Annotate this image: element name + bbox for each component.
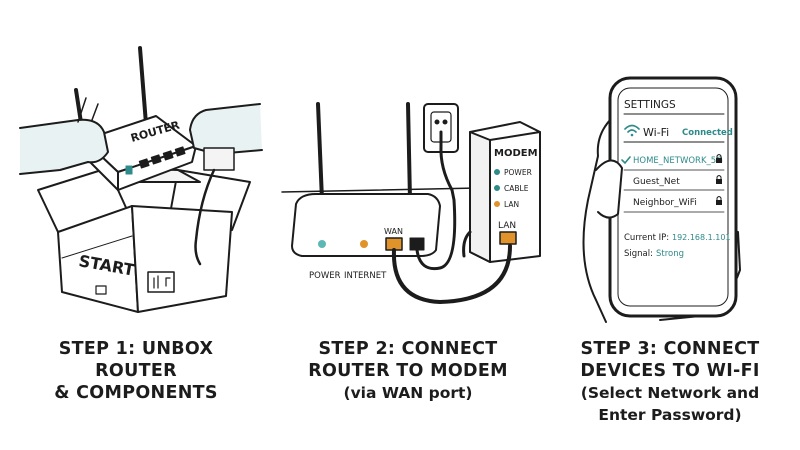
phone-screen <box>617 87 729 307</box>
router-internet-label: INTERNET <box>344 271 387 281</box>
lock-icon <box>716 154 722 163</box>
signal-value: Strong <box>656 249 684 259</box>
network-item-neighbor[interactable]: Neighbor_WiFi <box>633 196 722 209</box>
network-item-guest[interactable]: Guest_Net <box>633 175 722 188</box>
router-power-label: POWER <box>309 271 341 281</box>
network-name: Guest_Net <box>633 177 680 187</box>
step3-illustration <box>582 76 741 323</box>
network-item-home[interactable]: HOME_NETWORK_5G <box>621 154 723 167</box>
ethernet-cable <box>391 244 512 304</box>
network-name: HOME_NETWORK_5G <box>633 156 723 166</box>
modem-light-power-label: POWER <box>504 168 532 177</box>
router2-body <box>291 193 441 257</box>
arm-left <box>19 118 109 175</box>
step3-caption-line1: STEP 3: CONNECT <box>580 339 760 359</box>
step2-caption-line1: STEP 2: CONNECT <box>318 339 498 359</box>
fragile-icon <box>147 271 175 293</box>
step3-caption-line3: (Select Network and <box>580 384 760 402</box>
modem-light-cable-label: CABLE <box>504 184 529 193</box>
check-icon <box>621 156 631 165</box>
step2-caption-line3: (via WAN port) <box>343 384 473 402</box>
step2-illustration <box>281 102 541 304</box>
modem-port-label: LAN <box>498 221 516 231</box>
step3-caption-line2: DEVICES TO WI-FI <box>580 361 760 381</box>
modem-power-light <box>494 169 500 175</box>
step3-caption: STEP 3: CONNECT DEVICES TO WI-FI (Select… <box>552 338 788 426</box>
settings-title: SETTINGS <box>624 99 676 111</box>
signal-label: Signal: <box>624 249 653 259</box>
router-internet-light <box>360 240 368 248</box>
router2-antenna-right <box>406 102 412 202</box>
step2-caption-line2: ROUTER TO MODEM <box>308 361 508 381</box>
power-adapter <box>203 147 235 171</box>
wifi-status[interactable]: Connected <box>682 128 733 138</box>
step1-illustration <box>19 46 263 313</box>
modem-lan-light <box>494 201 500 207</box>
lock-icon <box>716 196 722 205</box>
router2-antenna-left <box>316 102 324 202</box>
ip-label: Current IP: <box>624 233 669 243</box>
network-list: HOME_NETWORK_5G Guest_Net Neighbor_WiFi <box>621 154 723 209</box>
router-wan-label: WAN <box>384 227 403 236</box>
step1-caption-line1: STEP 1: UNBOX ROUTER <box>58 339 214 381</box>
modem-lan-port <box>499 231 517 245</box>
step1-caption: STEP 1: UNBOX ROUTER & COMPONENTS <box>18 338 254 404</box>
router-antenna-right <box>138 46 148 126</box>
step3-caption-line4: Enter Password) <box>598 406 742 424</box>
step2-caption: STEP 2: CONNECT ROUTER TO MODEM (via WAN… <box>290 338 526 404</box>
network-name: Neighbor_WiFi <box>633 198 697 208</box>
modem-title: MODEM <box>494 148 538 159</box>
arm-right <box>189 103 263 155</box>
wifi-icon <box>624 124 640 137</box>
step1-caption-line2: & COMPONENTS <box>54 383 218 403</box>
router-power-light <box>318 240 326 248</box>
modem-light-lan-label: LAN <box>504 200 519 209</box>
box-side <box>131 205 233 313</box>
wifi-label: Wi-Fi <box>643 126 669 139</box>
ip-value: 192.168.1.101 <box>672 233 731 242</box>
modem-cable-light <box>494 185 500 191</box>
lock-icon <box>716 175 722 184</box>
